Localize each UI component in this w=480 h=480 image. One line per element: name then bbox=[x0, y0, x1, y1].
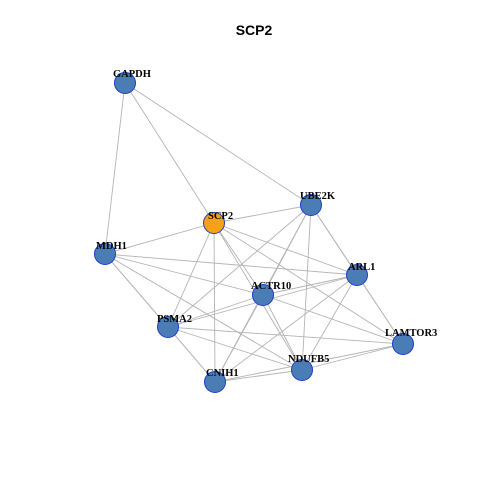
edge-mdh1-arl1 bbox=[104, 253, 358, 276]
node-label-actr10: ACTR10 bbox=[251, 281, 291, 292]
node-label-scp2: SCP2 bbox=[208, 211, 233, 222]
edge-gapdh-ube2k bbox=[124, 82, 312, 206]
edge-scp2-ube2k bbox=[213, 204, 312, 224]
node-label-psma2: PSMA2 bbox=[157, 314, 192, 325]
diagram-title: SCP2 bbox=[236, 22, 273, 38]
node-label-cnih1: CNIH1 bbox=[206, 368, 239, 379]
edge-psma2-ndufb5 bbox=[167, 326, 303, 371]
edge-scp2-actr10 bbox=[213, 222, 264, 296]
edge-arl1-actr10 bbox=[262, 274, 358, 296]
node-cnih1: CNIH1 bbox=[204, 368, 239, 393]
edge-actr10-psma2 bbox=[167, 294, 264, 328]
edge-ndufb5-lamtor3 bbox=[301, 343, 404, 371]
edge-arl1-lamtor3 bbox=[356, 274, 404, 345]
node-label-lamtor3: LAMTOR3 bbox=[385, 328, 437, 339]
node-lamtor3: LAMTOR3 bbox=[385, 328, 437, 355]
edge-actr10-lamtor3 bbox=[262, 294, 404, 345]
node-mdh1: MDH1 bbox=[94, 241, 127, 265]
node-circle-scp2 bbox=[203, 212, 225, 234]
edge-mdh1-ndufb5 bbox=[104, 253, 303, 371]
edge-layer bbox=[104, 82, 404, 383]
node-circle-actr10 bbox=[252, 284, 274, 306]
edge-psma2-lamtor3 bbox=[167, 326, 404, 345]
edge-scp2-mdh1 bbox=[104, 222, 215, 255]
node-arl1: ARL1 bbox=[346, 262, 375, 286]
node-circle-ube2k bbox=[300, 194, 322, 216]
node-circle-cnih1 bbox=[204, 371, 226, 393]
edge-ube2k-psma2 bbox=[167, 204, 312, 328]
edge-mdh1-actr10 bbox=[104, 253, 264, 296]
node-label-gapdh: GAPDH bbox=[113, 69, 151, 80]
node-circle-mdh1 bbox=[94, 243, 116, 265]
edge-scp2-cnih1 bbox=[213, 222, 216, 383]
edge-scp2-lamtor3 bbox=[213, 222, 404, 345]
edge-arl1-cnih1 bbox=[214, 274, 358, 383]
node-circle-arl1 bbox=[346, 264, 368, 286]
node-label-mdh1: MDH1 bbox=[96, 241, 127, 252]
edge-cnih1-ndufb5 bbox=[214, 369, 303, 383]
node-label-ube2k: UBE2K bbox=[300, 191, 336, 202]
node-circle-lamtor3 bbox=[392, 333, 414, 355]
node-actr10: ACTR10 bbox=[251, 281, 291, 306]
node-scp2: SCP2 bbox=[203, 211, 233, 234]
node-ndufb5: NDUFB5 bbox=[288, 354, 329, 381]
edge-actr10-ndufb5 bbox=[262, 294, 303, 371]
edge-arl1-ndufb5 bbox=[301, 274, 358, 371]
node-label-ndufb5: NDUFB5 bbox=[288, 354, 329, 365]
node-circle-psma2 bbox=[157, 316, 179, 338]
node-circle-ndufb5 bbox=[291, 359, 313, 381]
edge-scp2-arl1 bbox=[213, 222, 358, 276]
node-label-arl1: ARL1 bbox=[348, 262, 375, 273]
edge-actr10-cnih1 bbox=[214, 294, 264, 383]
edge-gapdh-scp2 bbox=[124, 82, 215, 224]
node-layer: GAPDH SCP2 UBE2K MDH1ARL1ACTR10PSMA2LAMTOR3… bbox=[94, 69, 437, 393]
edge-psma2-cnih1 bbox=[167, 326, 216, 383]
node-ube2k: UBE2K bbox=[300, 191, 336, 216]
edge-scp2-psma2 bbox=[167, 222, 215, 328]
edge-gapdh-mdh1 bbox=[104, 82, 126, 255]
node-psma2: PSMA2 bbox=[157, 314, 192, 338]
node-gapdh: GAPDH bbox=[113, 69, 151, 94]
node-circle-gapdh bbox=[114, 72, 136, 94]
edge-ube2k-ndufb5 bbox=[301, 204, 312, 371]
